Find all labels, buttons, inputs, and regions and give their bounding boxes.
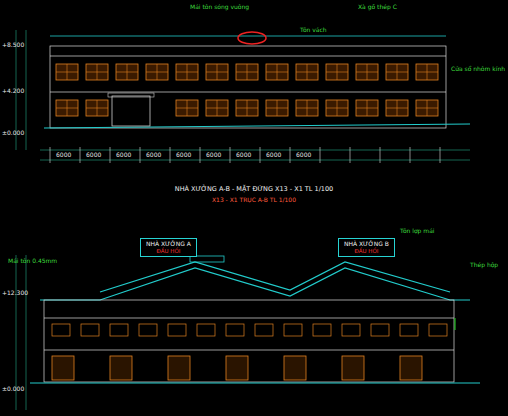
dimension-text: ±0.000 <box>2 386 24 393</box>
callout-note: Mái tôn 0.45mm <box>8 258 57 265</box>
dimension-text: X13 - X1 TRỤC A-B TL 1/100 <box>212 197 296 204</box>
dimension-text: 6000 <box>176 152 191 159</box>
tag-heading: NHÀ XƯỞNG B <box>344 241 389 248</box>
dimension-text: 6000 <box>296 152 311 159</box>
building-tag: NHÀ XƯỞNG AĐẦU HỒI <box>140 238 197 257</box>
callout-note: Thép hộp <box>470 262 498 269</box>
tag-subtext: ĐẦU HỒI <box>344 248 389 254</box>
tag-heading: NHÀ XƯỞNG A <box>146 241 191 248</box>
drawing-title: NHÀ XƯỞNG A-B - MẶT ĐỨNG X13 - X1 TL 1/1… <box>175 186 333 193</box>
dimension-text: 6000 <box>56 152 71 159</box>
dimension-text: 6000 <box>206 152 221 159</box>
callout-note: Tôn lợp mái <box>400 228 435 235</box>
dimension-text: +4.200 <box>2 88 24 95</box>
dimension-text: 6000 <box>116 152 131 159</box>
dimension-text: 6000 <box>236 152 251 159</box>
dimension-text: ±0.000 <box>2 130 24 137</box>
callout-note: Cửa sổ nhôm kính <box>451 66 505 73</box>
building-tag: NHÀ XƯỞNG BĐẦU HỒI <box>338 238 395 257</box>
tag-subtext: ĐẦU HỒI <box>146 248 191 254</box>
dimension-text: +12.300 <box>2 290 28 297</box>
callout-note: Xà gồ thép C <box>358 4 397 11</box>
dimension-text: +8.500 <box>2 42 24 49</box>
dimension-text: 6000 <box>266 152 281 159</box>
callout-note: Mái tôn sóng vuông <box>190 4 249 11</box>
dimension-text: 6000 <box>146 152 161 159</box>
callout-note: Tôn vách <box>300 27 327 34</box>
dimension-text: 6000 <box>86 152 101 159</box>
